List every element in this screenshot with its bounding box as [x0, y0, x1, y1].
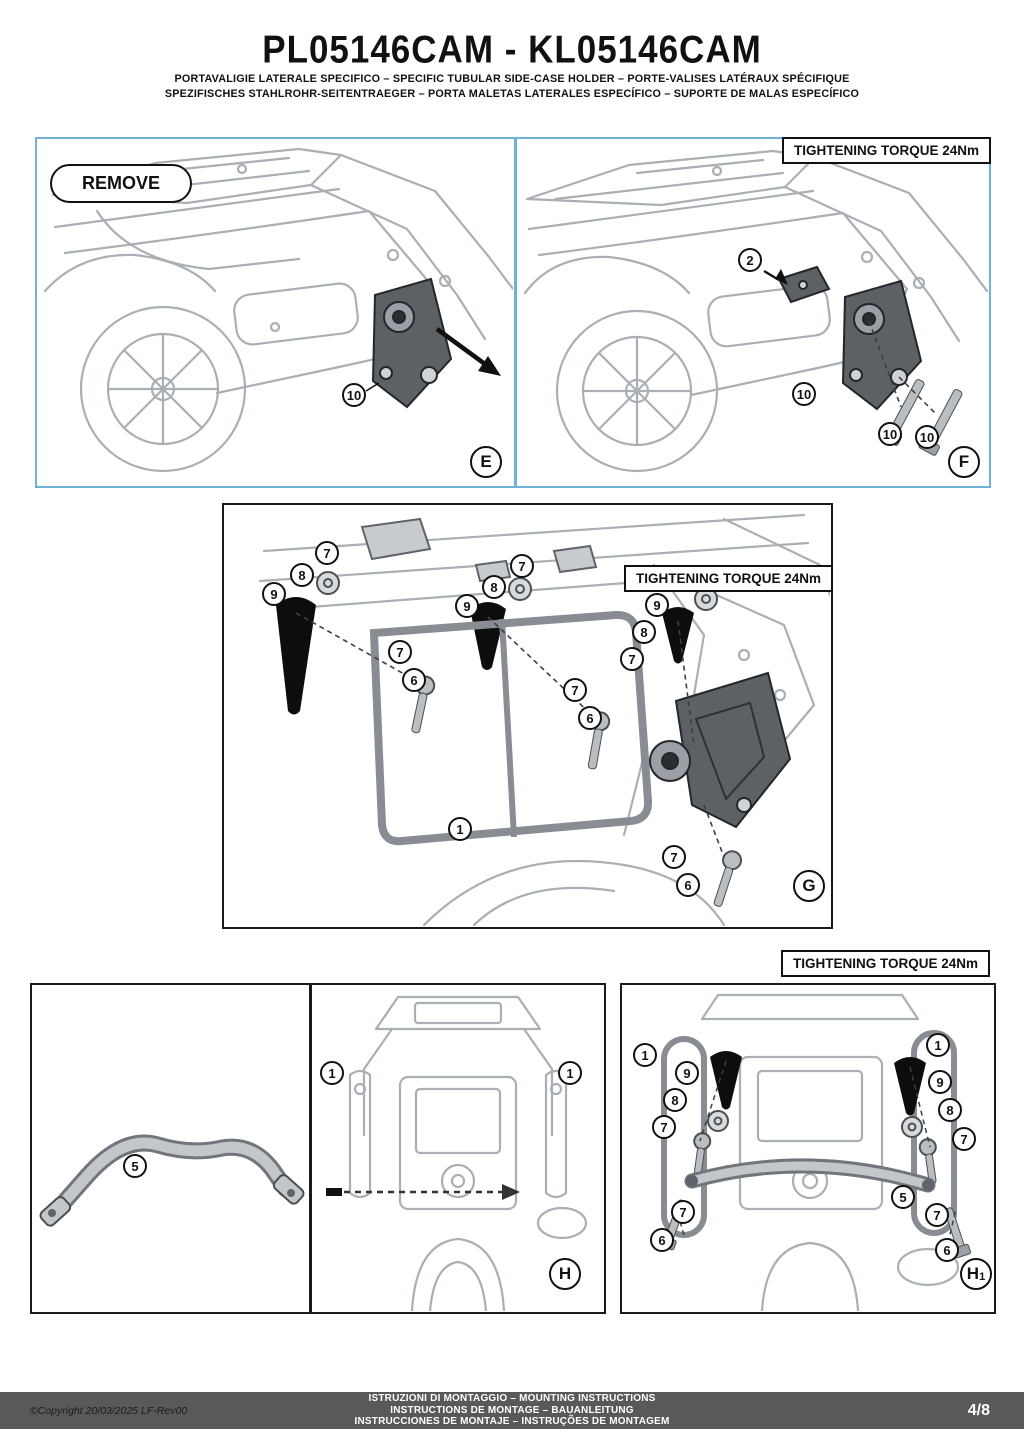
rubber-spacer-parts-9	[710, 1051, 926, 1116]
panel-step-e: REMOVE 10 E	[35, 137, 516, 488]
remove-arrow-icon	[435, 327, 501, 376]
crossbar-part-5	[684, 1158, 936, 1193]
callout-part-6: 6	[935, 1238, 959, 1262]
plate-part-2	[777, 265, 831, 304]
subtitle-line-1: PORTAVALIGIE LATERALE SPECIFICO – SPECIF…	[174, 73, 850, 85]
callout-part-10: 10	[342, 383, 366, 407]
screw-parts-7	[693, 1132, 937, 1185]
bike-rear-side-view	[523, 149, 988, 473]
callout-part-9: 9	[928, 1070, 952, 1094]
rubber-spacer-parts-9	[276, 597, 694, 715]
step-letter-h1-main: H	[966, 1264, 980, 1283]
callout-part-1: 1	[633, 1043, 657, 1067]
footer-instructions: ISTRUZIONI DI MONTAGGIO – MOUNTING INSTR…	[0, 1393, 1024, 1428]
copyright-text: ©Copyright 20/03/2025 LF-Rev00	[30, 1404, 188, 1417]
panel-step-f: TIGHTENING TORQUE 24Nm 2 10 10 10 F	[515, 137, 991, 488]
callout-2-arrow-icon	[763, 269, 788, 285]
illustration-insert-crossbar	[326, 995, 588, 1311]
frame-mount-pads	[360, 517, 598, 583]
panel-step-h: 1 1 H	[310, 983, 606, 1314]
callout-part-7: 7	[925, 1203, 949, 1227]
crossbar-part-5	[39, 1134, 305, 1227]
bike-rear-view	[348, 995, 588, 1311]
illustration-remove-bracket	[43, 147, 513, 473]
torque-label: TIGHTENING TORQUE 24Nm	[781, 137, 991, 164]
step-letter-h: H	[549, 1258, 581, 1290]
step-letter-f: F	[948, 446, 980, 478]
washer-parts-8	[707, 1110, 923, 1138]
side-bracket-part	[371, 277, 453, 409]
callout-part-1: 1	[926, 1033, 950, 1057]
callout-part-9: 9	[645, 593, 669, 617]
callout-part-1: 1	[448, 817, 472, 841]
tubular-holder-part-1	[369, 610, 653, 846]
callout-part-7: 7	[952, 1127, 976, 1151]
illustration-holder-assembly	[258, 513, 830, 926]
rear-bracket-part	[649, 671, 792, 829]
assembly-axis-lines	[295, 612, 725, 858]
callout-part-7: 7	[662, 845, 686, 869]
side-bracket-part	[841, 279, 923, 411]
callout-part-6: 6	[676, 873, 700, 897]
callout-part-10: 10	[792, 382, 816, 406]
panel-step-g: TIGHTENING TORQUE 24Nm 7 8 9 7 8 9 9 8 7…	[222, 503, 833, 929]
header: PL05146CAM - KL05146CAM PORTAVALIGIE LAT…	[0, 27, 1024, 100]
callout-part-5: 5	[891, 1185, 915, 1209]
callout-part-8: 8	[663, 1088, 687, 1112]
callout-part-1: 1	[558, 1061, 582, 1085]
callout-part-7: 7	[315, 541, 339, 565]
bike-rear-side-view	[43, 147, 513, 473]
footer-band: ©Copyright 20/03/2025 LF-Rev00 ISTRUZION…	[0, 1392, 1024, 1429]
callout-part-10: 10	[878, 422, 902, 446]
callout-part-8: 8	[290, 563, 314, 587]
callout-part-8: 8	[632, 620, 656, 644]
footer-line-1: ISTRUZIONI DI MONTAGGIO – MOUNTING INSTR…	[368, 1392, 656, 1404]
callout-part-7: 7	[652, 1115, 676, 1139]
callout-part-6: 6	[650, 1228, 674, 1252]
page-number: 4/8	[967, 1401, 990, 1419]
torque-label: TIGHTENING TORQUE 24Nm	[780, 950, 990, 977]
step-letter-e: E	[470, 446, 502, 478]
insert-arrow-icon	[326, 1184, 520, 1200]
callout-part-7: 7	[510, 554, 534, 578]
callout-part-7: 7	[620, 647, 644, 671]
callout-part-7: 7	[563, 678, 587, 702]
torque-label: TIGHTENING TORQUE 24Nm	[623, 565, 833, 592]
illustration-mount-bracket	[523, 149, 988, 473]
washer-parts-8	[316, 571, 718, 611]
callout-part-2: 2	[738, 248, 762, 272]
remove-label: REMOVE	[50, 164, 193, 203]
callout-part-6: 6	[578, 706, 602, 730]
subtitle-line-2: SPEZIFISCHES STAHLROHR-SEITENTRAEGER – P…	[164, 88, 860, 100]
callout-part-9: 9	[262, 582, 286, 606]
callout-part-10: 10	[915, 425, 939, 449]
callout-part-9: 9	[675, 1061, 699, 1085]
page-title: PL05146CAM - KL05146CAM	[262, 27, 762, 72]
footer-line-2: INSTRUCTIONS DE MONTAGE – BAUANLEITUNG	[390, 1404, 634, 1416]
callout-part-1: 1	[320, 1061, 344, 1085]
step-letter-h1-sub: 1	[979, 1270, 986, 1283]
callout-part-7: 7	[388, 640, 412, 664]
leader-line	[365, 382, 380, 392]
callout-part-8: 8	[938, 1098, 962, 1122]
footer-line-3: INSTRUCCIONES DE MONTAJE – INSTRUÇÕES DE…	[354, 1416, 670, 1428]
callout-part-7: 7	[671, 1200, 695, 1224]
callout-part-5: 5	[123, 1154, 147, 1178]
step-letter-g: G	[793, 870, 825, 902]
callout-part-9: 9	[455, 594, 479, 618]
callout-part-6: 6	[402, 668, 426, 692]
callout-part-8: 8	[482, 575, 506, 599]
illustration-crossbar	[39, 1134, 305, 1227]
panel-part-5: 5	[30, 983, 311, 1314]
bike-rear-view	[700, 993, 960, 1311]
